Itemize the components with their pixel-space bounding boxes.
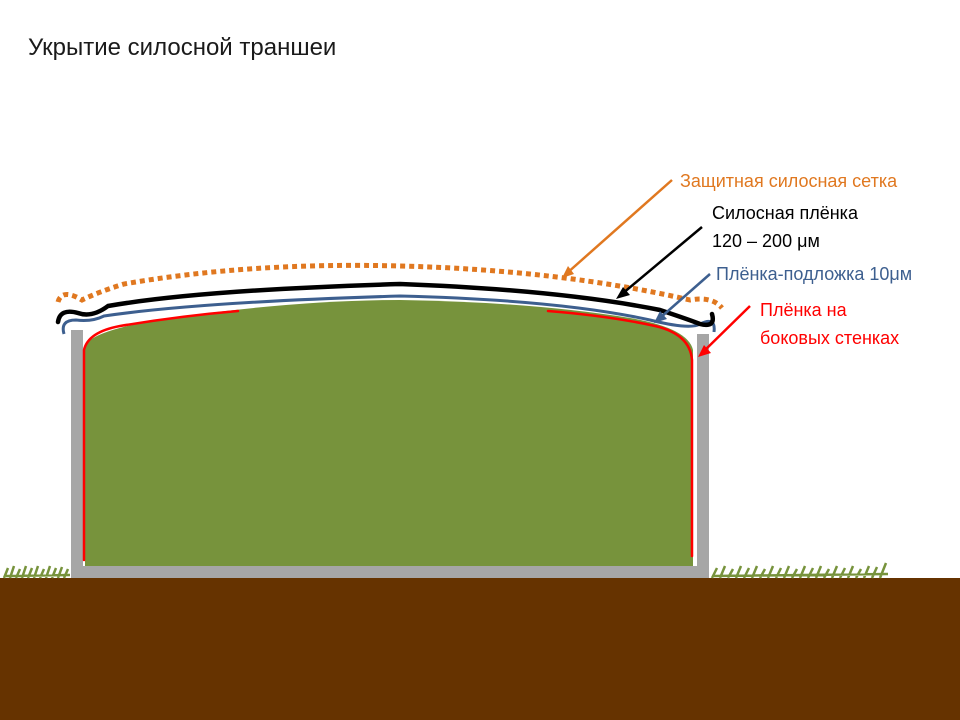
silage-film-label: Силосная плёнка bbox=[712, 203, 858, 223]
left-wall bbox=[71, 330, 83, 578]
silage-mass bbox=[85, 300, 693, 566]
underlay-leader-arrow bbox=[654, 311, 667, 323]
trench-floor bbox=[71, 566, 709, 578]
silage-film bbox=[55, 281, 715, 328]
side-wall-film-label-line2: боковых стенках bbox=[760, 328, 900, 348]
underlay-leader bbox=[659, 273, 711, 319]
side-film-right bbox=[546, 309, 694, 558]
side-wall-film-label: Плёнка на bbox=[760, 300, 847, 320]
silage-film-thickness-label: 120 – 200 μм bbox=[712, 231, 820, 251]
soil bbox=[0, 578, 960, 720]
side-film-leader bbox=[702, 305, 751, 353]
side-film-left bbox=[82, 309, 240, 562]
leader-lines bbox=[562, 179, 751, 357]
film-leader-arrow bbox=[616, 287, 630, 299]
grass-left bbox=[2, 565, 71, 579]
trench-walls bbox=[71, 330, 709, 578]
protective-net-label: Защитная силосная сетка bbox=[680, 171, 898, 191]
side-wall-film bbox=[82, 309, 694, 562]
protective-net bbox=[55, 262, 724, 310]
underlay-film-label: Плёнка-подложка 10μм bbox=[716, 264, 913, 284]
right-wall bbox=[697, 334, 709, 578]
net-leader-arrow bbox=[562, 266, 574, 278]
film-leader bbox=[621, 226, 703, 295]
net-leader bbox=[565, 179, 673, 275]
grass-right bbox=[710, 562, 889, 579]
side-film-leader-arrow bbox=[698, 345, 711, 357]
underlay-film bbox=[61, 294, 716, 335]
diagram-title: Укрытие силосной траншеи bbox=[28, 34, 337, 61]
